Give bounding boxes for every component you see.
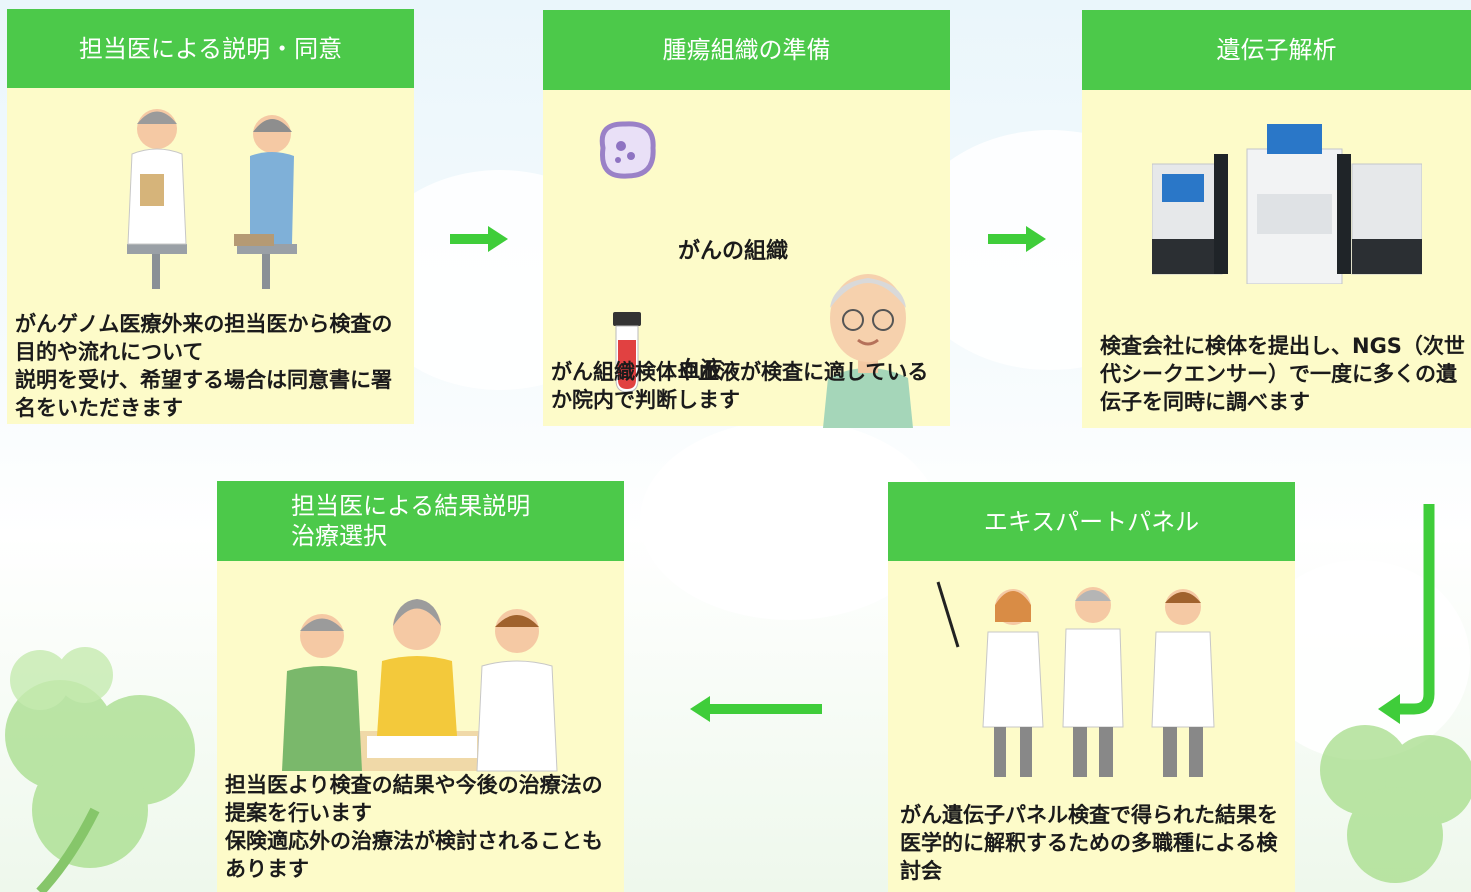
step-description: 検査会社に検体を提出し、NGS（次世代シークエンサー）で一度に多くの遺伝子を同時… bbox=[1100, 334, 1465, 414]
elderly-patient-icon bbox=[823, 274, 913, 428]
arrow-down-left-icon bbox=[1378, 504, 1435, 724]
step-title: 腫瘍組織の準備 bbox=[543, 10, 950, 90]
arrow-left-icon bbox=[690, 696, 822, 722]
step-description: 担当医より検査の結果や今後の治療法の提案を行います 保険適応外の治療法が検討され… bbox=[225, 773, 603, 881]
sequencer-machine-illustration bbox=[1152, 124, 1422, 284]
doctor-patient-consultation-illustration bbox=[127, 109, 297, 289]
expert-team-illustration bbox=[936, 581, 1215, 777]
step-card-consent: 担当医による説明・同意 がんゲノム医療外来の担当医から検査の目的や流れについて … bbox=[7, 9, 414, 424]
clover-decoration-icon bbox=[1320, 725, 1471, 883]
step-card-tissue-preparation: 腫瘍組織の準備 がんの組織 血液 がん組織検体や血液が検査に適しているか院内で判… bbox=[543, 10, 950, 428]
clover-decoration-icon bbox=[5, 647, 195, 892]
step-description: がん遺伝子パネル検査で得られた結果を医学的に解釈するための多職種による検討会 bbox=[900, 803, 1278, 883]
cancer-cell-icon bbox=[599, 121, 656, 179]
step-title: 担当医による結果説明 治療選択 bbox=[217, 481, 624, 561]
step-card-result-explanation: 担当医による結果説明 治療選択 担当医より検査の結果や今後の治療法の提案を行いま… bbox=[217, 481, 624, 892]
blood-label: 血液 bbox=[678, 358, 723, 383]
step-description: がんゲノム医療外来の担当医から検査の目的や流れについて 説明を受け、希望する場合… bbox=[15, 312, 393, 420]
step-title: 担当医による説明・同意 bbox=[7, 9, 414, 88]
blood-tube-icon bbox=[613, 312, 641, 393]
family-meeting-illustration bbox=[282, 599, 558, 772]
tissue-label: がんの組織 bbox=[678, 239, 789, 264]
arrow-right-icon bbox=[450, 226, 508, 252]
step-card-gene-analysis: 遺伝子解析 検査会社に検体を提出し、NGS（次世代シークエンサー）で一度に多くの… bbox=[1082, 10, 1471, 428]
step-card-expert-panel: エキスパートパネル がん遺伝子パネル検査で得られた結果を医学的に解釈するための多… bbox=[888, 482, 1295, 892]
step-title: エキスパートパネル bbox=[888, 482, 1295, 561]
step-description: がん組織検体や血液が検査に適しているか院内で判断します bbox=[551, 360, 929, 412]
arrow-right-icon bbox=[988, 226, 1046, 252]
step-title: 遺伝子解析 bbox=[1082, 10, 1471, 90]
